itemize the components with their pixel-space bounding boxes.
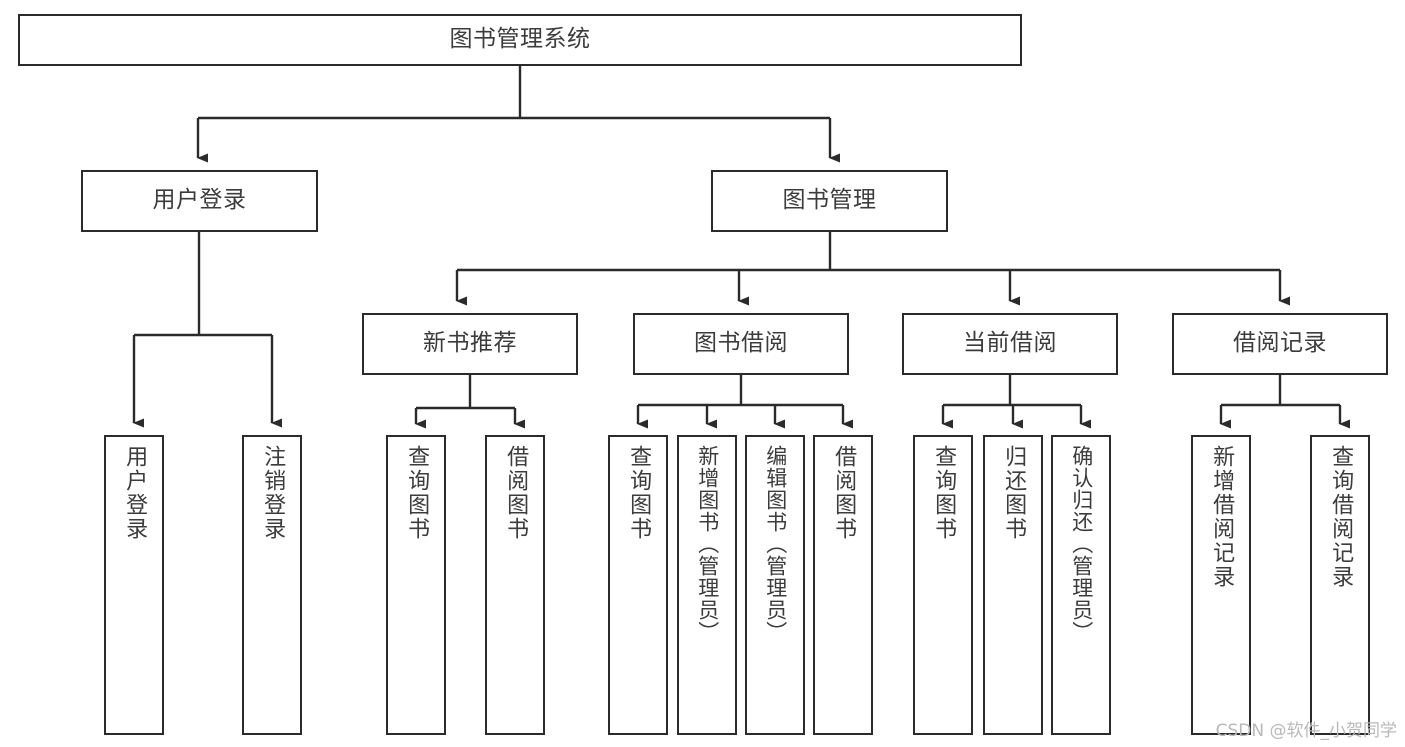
node-leaf-borrow-book-2[interactable]: 借阅图书 xyxy=(813,435,873,735)
node-leaf-query-book-1[interactable]: 查询图书 xyxy=(386,435,446,735)
node-leaf-borrow-book-1-label: 借阅图书 xyxy=(503,445,529,541)
node-leaf-add-book-admin-label: 新增图书（管理员） xyxy=(695,445,720,643)
node-leaf-add-borrow-record[interactable]: 新增借阅记录 xyxy=(1191,435,1251,735)
node-leaf-add-borrow-record-label: 新增借阅记录 xyxy=(1209,445,1235,589)
node-borrow-record-label: 借阅记录 xyxy=(1233,330,1327,357)
node-leaf-user-logout[interactable]: 注销登录 xyxy=(242,435,302,735)
node-user-login[interactable]: 用户登录 xyxy=(81,170,318,232)
node-leaf-edit-book-admin-label: 编辑图书（管理员） xyxy=(763,445,788,643)
node-book-manage-label: 图书管理 xyxy=(782,187,877,214)
node-leaf-query-book-2-label: 查询图书 xyxy=(626,445,652,541)
node-book-borrow-label: 图书借阅 xyxy=(694,330,788,357)
node-leaf-borrow-book-1[interactable]: 借阅图书 xyxy=(485,435,545,735)
node-leaf-confirm-return-admin-label: 确认归还（管理员） xyxy=(1069,445,1094,643)
node-leaf-user-login-label: 用户登录 xyxy=(122,445,148,541)
csdn-watermark: CSDN @软件_小贺同学 xyxy=(1215,721,1397,741)
node-root[interactable]: 图书管理系统 xyxy=(18,14,1022,66)
node-leaf-return-book-label: 归还图书 xyxy=(1001,445,1027,541)
node-leaf-user-login[interactable]: 用户登录 xyxy=(104,435,164,735)
node-leaf-query-book-1-label: 查询图书 xyxy=(404,445,430,541)
node-new-book-recommend[interactable]: 新书推荐 xyxy=(362,313,578,375)
node-current-borrow-label: 当前借阅 xyxy=(963,330,1057,357)
node-user-login-label: 用户登录 xyxy=(152,187,247,214)
node-leaf-borrow-book-2-label: 借阅图书 xyxy=(831,445,857,541)
node-leaf-query-book-3[interactable]: 查询图书 xyxy=(913,435,973,735)
node-leaf-query-borrow-record[interactable]: 查询借阅记录 xyxy=(1310,435,1370,735)
node-leaf-confirm-return-admin[interactable]: 确认归还（管理员） xyxy=(1051,435,1111,735)
node-leaf-add-book-admin[interactable]: 新增图书（管理员） xyxy=(677,435,737,735)
node-leaf-query-book-2[interactable]: 查询图书 xyxy=(608,435,668,735)
node-borrow-record[interactable]: 借阅记录 xyxy=(1172,313,1388,375)
node-leaf-query-book-3-label: 查询图书 xyxy=(931,445,957,541)
node-leaf-return-book[interactable]: 归还图书 xyxy=(983,435,1043,735)
node-leaf-user-logout-label: 注销登录 xyxy=(260,445,286,541)
node-new-book-recommend-label: 新书推荐 xyxy=(423,330,517,357)
node-book-borrow[interactable]: 图书借阅 xyxy=(633,313,849,375)
node-leaf-edit-book-admin[interactable]: 编辑图书（管理员） xyxy=(745,435,805,735)
node-root-label: 图书管理系统 xyxy=(449,26,591,53)
node-book-manage[interactable]: 图书管理 xyxy=(711,170,948,232)
node-current-borrow[interactable]: 当前借阅 xyxy=(902,313,1118,375)
node-leaf-query-borrow-record-label: 查询借阅记录 xyxy=(1328,445,1354,589)
